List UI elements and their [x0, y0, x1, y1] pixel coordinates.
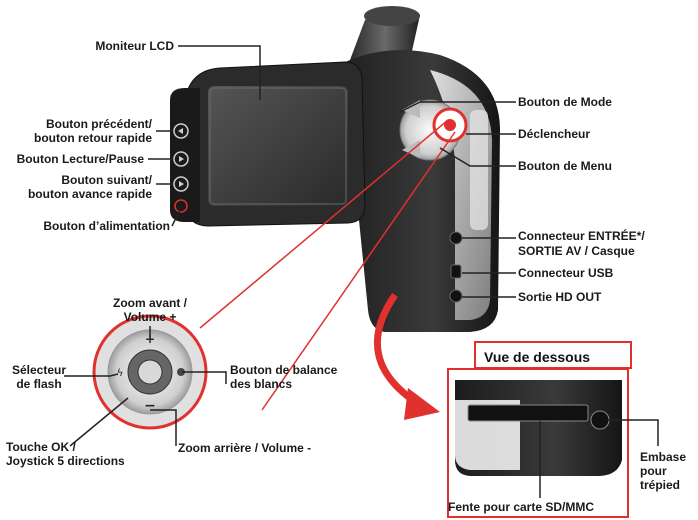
svg-text:−: − — [144, 398, 156, 414]
leader-lines — [64, 45, 659, 498]
bottom-view-illustration — [455, 380, 622, 476]
label-prev-button-1: Bouton précédent/ — [45, 117, 152, 131]
zoom-rays — [199, 119, 456, 411]
label-zoom-out: Zoom arrière / Volume - — [178, 441, 312, 455]
label-hd-out: Sortie HD OUT — [518, 290, 602, 304]
control-cluster — [399, 99, 468, 161]
curved-arrow-head — [404, 388, 440, 420]
lens-barrel — [350, 6, 420, 61]
label-ok-key-2: Joystick 5 directions — [6, 454, 125, 468]
label-next-button-1: Bouton suivant/ — [61, 173, 152, 187]
bottom-view-frame — [447, 368, 629, 518]
label-zoom-in-1: Zoom avant / — [112, 296, 187, 310]
label-lcd-monitor: Moniteur LCD — [95, 39, 174, 53]
label-mode-button: Bouton de Mode — [518, 95, 612, 109]
label-flash-selector-1: Sélecteur — [11, 363, 67, 377]
label-play-pause: Bouton Lecture/Pause — [16, 152, 144, 166]
label-av-connector-1: Connecteur ENTRÉE*/ — [518, 229, 645, 243]
label-tripod-2: pour — [640, 464, 667, 478]
svg-text:ϟ: ϟ — [117, 368, 124, 379]
label-shutter: Déclencheur — [518, 127, 591, 141]
label-prev-button-2: bouton retour rapide — [34, 131, 152, 145]
label-white-balance-1: Bouton de balance — [230, 363, 338, 377]
svg-text:+: + — [145, 332, 155, 346]
label-white-balance-2: des blancs — [230, 377, 293, 391]
bottom-view-title: Vue de dessous — [474, 341, 632, 369]
label-zoom-in-2: Volume + — [123, 310, 177, 324]
enlarged-dial: + − ϟ — [92, 314, 208, 430]
label-ok-key-1: Touche OK / — [6, 440, 76, 454]
label-av-connector-2: SORTIE AV / Casque — [518, 244, 635, 258]
lcd-flip-panel — [170, 61, 366, 227]
label-sd-slot: Fente pour carte SD/MMC — [448, 500, 595, 514]
label-tripod-3: trépied — [640, 478, 681, 492]
label-tripod-1: Embase — [640, 450, 687, 464]
curved-arrow — [373, 293, 422, 408]
label-next-button-2: bouton avance rapide — [27, 187, 152, 201]
label-flash-selector-2: de flash — [16, 377, 62, 391]
label-usb-connector: Connecteur USB — [518, 266, 614, 280]
label-menu-button: Bouton de Menu — [518, 159, 612, 173]
label-power-button: Bouton d’alimentation — [43, 219, 170, 233]
